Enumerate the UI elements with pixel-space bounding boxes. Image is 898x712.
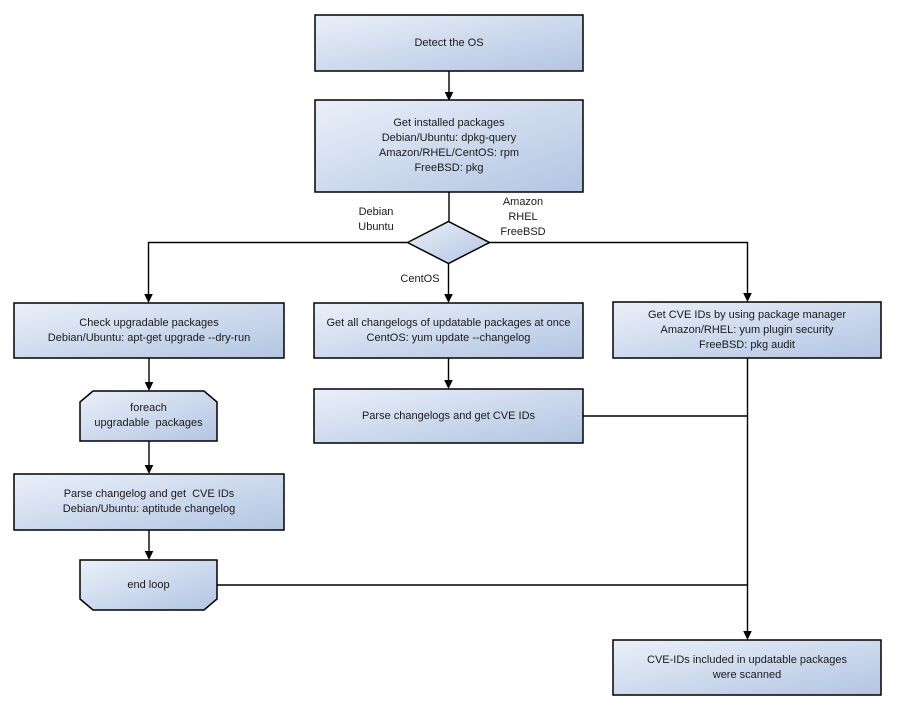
edge-decision-to-left-branch xyxy=(147,241,408,295)
detect-os-box xyxy=(314,14,584,72)
arrow-down-icon xyxy=(144,294,153,303)
arrow-down-icon xyxy=(743,631,752,640)
foreach-loop-shape xyxy=(79,390,218,442)
get-installed-packages-box xyxy=(314,99,584,193)
os-decision-diamond xyxy=(405,220,492,265)
arrow-down-icon xyxy=(444,92,454,101)
cve-scanned-box xyxy=(612,639,882,696)
arrow-down-icon xyxy=(144,382,154,391)
parse-changelog-debian-box xyxy=(13,473,285,531)
parse-changelogs-box xyxy=(313,388,584,444)
check-upgradable-box xyxy=(13,302,285,359)
arrow-down-icon xyxy=(444,380,453,389)
get-all-changelogs-box xyxy=(313,302,584,359)
end-loop-shape xyxy=(79,559,218,611)
get-cve-package-manager-box xyxy=(612,301,882,359)
arrow-down-icon xyxy=(743,293,752,302)
arrow-down-icon xyxy=(144,465,154,474)
arrow-down-icon xyxy=(144,551,154,560)
arrow-down-icon xyxy=(444,294,453,303)
edge-decision-to-right-branch xyxy=(489,241,749,294)
